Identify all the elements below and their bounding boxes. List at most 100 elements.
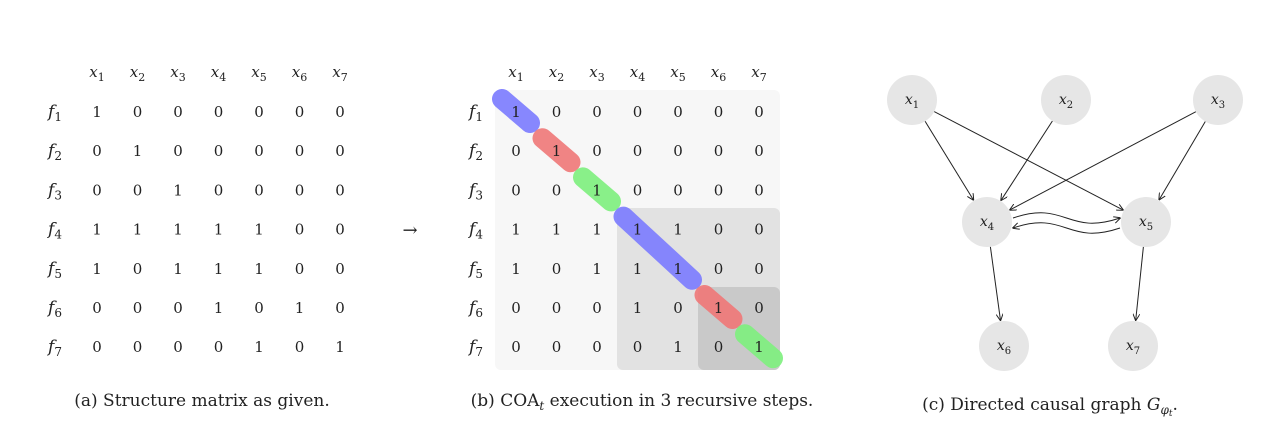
diagonal-segment-3 bbox=[573, 167, 621, 212]
cell-f5-x4: 1 bbox=[214, 260, 224, 278]
cell-f1-x2: 0 bbox=[133, 103, 143, 121]
col-header-x1: x1 bbox=[89, 63, 104, 84]
edge-x3-x5 bbox=[1159, 121, 1206, 200]
row-header-f1: f1 bbox=[46, 102, 62, 124]
node-label-x5: x5 bbox=[1139, 214, 1153, 233]
cell-f5-x7: 0 bbox=[754, 260, 764, 278]
cell-f7-x4: 0 bbox=[214, 338, 224, 356]
cell-f3-x3: 1 bbox=[173, 181, 183, 199]
caption-a: (a) Structure matrix as given. bbox=[74, 391, 330, 411]
cell-f7-x7: 1 bbox=[754, 338, 764, 356]
cell-f3-x4: 0 bbox=[214, 181, 224, 199]
cell-f7-x2: 0 bbox=[552, 338, 562, 356]
cell-f2-x6: 0 bbox=[714, 142, 724, 160]
node-x6 bbox=[979, 321, 1029, 371]
cell-f1-x7: 0 bbox=[335, 103, 345, 121]
cell-f5-x1: 1 bbox=[92, 260, 102, 278]
edge-x5-x7 bbox=[1136, 246, 1144, 320]
edge-x4-x6 bbox=[989, 246, 1000, 320]
node-x1 bbox=[887, 75, 937, 125]
cell-f7-x6: 0 bbox=[295, 338, 305, 356]
col-header-x7: x7 bbox=[332, 63, 347, 84]
cell-f1-x1: 1 bbox=[92, 103, 102, 121]
cell-f7-x7: 1 bbox=[335, 338, 345, 356]
cell-f1-x4: 0 bbox=[214, 103, 224, 121]
cell-f4-x7: 0 bbox=[335, 221, 345, 239]
diagonal-segment-4 bbox=[613, 206, 702, 290]
cell-f1-x7: 0 bbox=[754, 103, 764, 121]
cell-f7-x4: 0 bbox=[633, 338, 643, 356]
cell-f6-x4: 1 bbox=[214, 299, 224, 317]
cell-f1-x1: 1 bbox=[511, 103, 521, 121]
cell-f5-x2: 0 bbox=[133, 260, 143, 278]
row-header-f1: f1 bbox=[467, 102, 483, 124]
node-x3 bbox=[1193, 75, 1243, 125]
cell-f3-x2: 0 bbox=[552, 181, 562, 199]
cell-f2-x7: 0 bbox=[335, 142, 345, 160]
col-header-x2: x2 bbox=[549, 63, 564, 84]
cell-f2-x2: 1 bbox=[552, 142, 562, 160]
node-label-x4: x4 bbox=[980, 214, 994, 233]
cell-f6-x2: 0 bbox=[133, 299, 143, 317]
cell-f4-x3: 1 bbox=[592, 221, 602, 239]
cell-f6-x5: 0 bbox=[673, 299, 683, 317]
cell-f2-x1: 0 bbox=[511, 142, 521, 160]
cell-f4-x6: 0 bbox=[714, 221, 724, 239]
cell-f3-x1: 0 bbox=[92, 181, 102, 199]
row-header-f5: f5 bbox=[46, 259, 62, 281]
cell-f5-x4: 1 bbox=[633, 260, 643, 278]
cell-f6-x3: 0 bbox=[592, 299, 602, 317]
cell-f5-x5: 1 bbox=[254, 260, 264, 278]
cell-f2-x4: 0 bbox=[214, 142, 224, 160]
row-header-f2: f2 bbox=[467, 141, 483, 163]
cell-f3-x6: 0 bbox=[714, 181, 724, 199]
cell-f6-x3: 0 bbox=[173, 299, 183, 317]
cell-f4-x4: 1 bbox=[214, 221, 224, 239]
cell-f4-x2: 1 bbox=[133, 221, 143, 239]
row-header-f4: f4 bbox=[46, 220, 62, 242]
cell-f6-x4: 1 bbox=[633, 299, 643, 317]
cell-f3-x6: 0 bbox=[295, 181, 305, 199]
cell-f3-x7: 0 bbox=[335, 181, 345, 199]
cell-f6-x1: 0 bbox=[92, 299, 102, 317]
row-header-f7: f7 bbox=[46, 337, 62, 359]
cell-f7-x6: 0 bbox=[714, 338, 724, 356]
cell-f5-x6: 0 bbox=[295, 260, 305, 278]
cell-f5-x3: 1 bbox=[173, 260, 183, 278]
cell-f5-x1: 1 bbox=[511, 260, 521, 278]
row-header-f6: f6 bbox=[467, 298, 483, 320]
cell-f2-x5: 0 bbox=[254, 142, 264, 160]
diagonal-segment-2 bbox=[532, 128, 581, 173]
node-x4 bbox=[962, 197, 1012, 247]
cell-f6-x7: 0 bbox=[754, 299, 764, 317]
cell-f6-x7: 0 bbox=[335, 299, 345, 317]
node-label-x7: x7 bbox=[1126, 338, 1140, 357]
cell-f3-x7: 0 bbox=[754, 181, 764, 199]
caption-b: (b) COAt execution in 3 recursive steps. bbox=[471, 391, 814, 413]
cell-f1-x5: 0 bbox=[673, 103, 683, 121]
row-header-f3: f3 bbox=[467, 180, 483, 202]
cell-f2-x3: 0 bbox=[173, 142, 183, 160]
cell-f1-x3: 0 bbox=[592, 103, 602, 121]
cell-f4-x5: 1 bbox=[254, 221, 264, 239]
cell-f4-x7: 0 bbox=[754, 221, 764, 239]
cell-f4-x2: 1 bbox=[552, 221, 562, 239]
cell-f7-x5: 1 bbox=[673, 338, 683, 356]
col-header-x3: x3 bbox=[589, 63, 604, 84]
diagonal-segment-1 bbox=[492, 89, 540, 133]
cell-f5-x3: 1 bbox=[592, 260, 602, 278]
col-header-x6: x6 bbox=[292, 63, 307, 84]
cell-f5-x2: 0 bbox=[552, 260, 562, 278]
cell-f3-x5: 0 bbox=[254, 181, 264, 199]
col-header-x2: x2 bbox=[130, 63, 145, 84]
cell-f1-x4: 0 bbox=[633, 103, 643, 121]
diagonal-segment-6 bbox=[735, 324, 783, 369]
col-header-x4: x4 bbox=[211, 63, 226, 84]
col-header-x7: x7 bbox=[751, 63, 766, 84]
row-header-f2: f2 bbox=[46, 141, 62, 163]
cell-f7-x1: 0 bbox=[92, 338, 102, 356]
